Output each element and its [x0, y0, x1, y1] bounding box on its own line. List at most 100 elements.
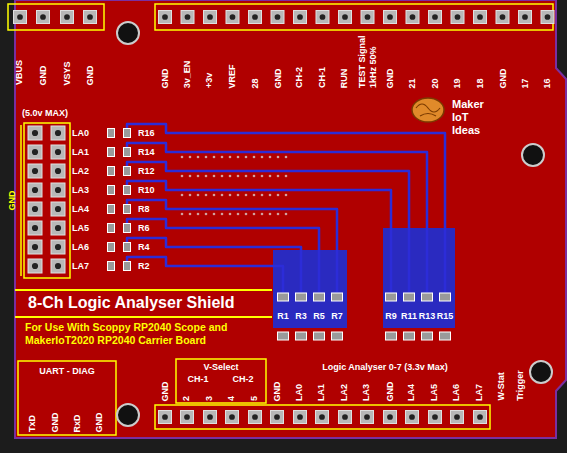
- resistor-label: R15: [437, 311, 454, 322]
- pin-label: 5: [250, 396, 261, 401]
- via-dot: [221, 213, 224, 216]
- pad: [14, 11, 27, 24]
- pad: [271, 11, 284, 24]
- pad: [51, 259, 65, 273]
- pin-label: W-Stat: [496, 373, 507, 401]
- via-dot: [221, 175, 224, 178]
- pad-hole: [545, 14, 551, 20]
- via-dot: [189, 175, 192, 178]
- pad-hole: [32, 149, 38, 155]
- via-dot: [245, 175, 248, 178]
- pin-label: VBUS: [15, 60, 26, 85]
- via-dot: [181, 175, 184, 178]
- smd-pad: [422, 293, 433, 301]
- pad: [316, 411, 329, 424]
- pin-label: LA1: [317, 384, 328, 401]
- via-dot: [213, 213, 216, 216]
- pad-hole: [455, 14, 461, 20]
- channel-label: LA4: [72, 204, 89, 215]
- pad: [519, 11, 532, 24]
- pad: [181, 11, 194, 24]
- via-dot: [269, 194, 272, 197]
- pin-label: 17: [520, 78, 531, 88]
- pad-hole: [320, 14, 326, 20]
- pad: [226, 411, 239, 424]
- pad: [37, 11, 50, 24]
- pad-hole: [55, 168, 61, 174]
- via-dot: [253, 194, 256, 197]
- copper-trace: [127, 143, 427, 292]
- pad-hole: [342, 414, 348, 420]
- resistor-label: R11: [401, 311, 417, 322]
- pad: [159, 411, 172, 424]
- via-dot: [277, 194, 280, 197]
- pad: [339, 11, 352, 24]
- pad: [451, 11, 464, 24]
- channel-label: LA0: [72, 128, 89, 139]
- pin-label: GND: [85, 65, 96, 85]
- pad-hole: [275, 14, 281, 20]
- via-dot: [197, 156, 200, 159]
- gnd-bracket: [20, 125, 22, 276]
- smd-pad: [124, 243, 131, 252]
- pin-label: 18: [475, 78, 486, 88]
- smd-pad: [404, 293, 415, 301]
- smd-pad: [108, 167, 115, 176]
- via-dot: [245, 213, 248, 216]
- pad-hole: [40, 14, 46, 20]
- smd-pad: [124, 129, 131, 138]
- pad: [271, 411, 284, 424]
- via-dot: [181, 194, 184, 197]
- pin-label: 4: [227, 396, 238, 401]
- pad-hole: [230, 14, 236, 20]
- pad: [249, 11, 262, 24]
- resistor-label: R5: [313, 311, 325, 322]
- pad-hole: [55, 244, 61, 250]
- pin-label: Trigger: [515, 370, 526, 401]
- smd-pad: [124, 205, 131, 214]
- pin-label: 20: [430, 78, 441, 88]
- resistor-label: R7: [331, 311, 343, 322]
- pad: [316, 11, 329, 24]
- pad-hole: [252, 414, 258, 420]
- smd-pad: [108, 243, 115, 252]
- pin-label: +3v: [205, 73, 216, 88]
- channel-label: LA5: [72, 223, 89, 234]
- pad: [429, 11, 442, 24]
- via-dot: [237, 213, 240, 216]
- mounting-hole: [530, 361, 552, 383]
- pad-hole: [55, 130, 61, 136]
- brain-logo: [412, 98, 444, 122]
- pad: [51, 145, 65, 159]
- resistor-label: R14: [138, 147, 155, 158]
- pin-label: 21: [407, 78, 418, 88]
- generated-art: [14, 11, 555, 424]
- via-dot: [181, 156, 184, 159]
- pad: [51, 126, 65, 140]
- resistor-label: R9: [385, 311, 397, 322]
- via-dot: [269, 213, 272, 216]
- pad-hole: [32, 130, 38, 136]
- via-dot: [253, 156, 256, 159]
- smd-pad: [108, 262, 115, 271]
- pad-hole: [55, 225, 61, 231]
- pad: [28, 221, 42, 235]
- board-caption: For Use With Scoppy RP2040 Scope and Mak…: [25, 321, 273, 347]
- pad-hole: [252, 14, 258, 20]
- pad-hole: [297, 14, 303, 20]
- pad: [51, 164, 65, 178]
- pad-hole: [432, 14, 438, 20]
- pin-label: TxD: [28, 415, 39, 432]
- smd-pad: [296, 293, 307, 301]
- pad-hole: [32, 263, 38, 269]
- via-dot: [277, 175, 280, 178]
- via-dot: [229, 175, 232, 178]
- pad-hole: [477, 14, 483, 20]
- via-dot: [285, 213, 288, 216]
- smd-pad: [296, 332, 307, 340]
- via-dot: [277, 213, 280, 216]
- pad: [61, 11, 74, 24]
- pad-hole: [64, 14, 70, 20]
- pad-hole: [87, 14, 93, 20]
- via-dot: [221, 194, 224, 197]
